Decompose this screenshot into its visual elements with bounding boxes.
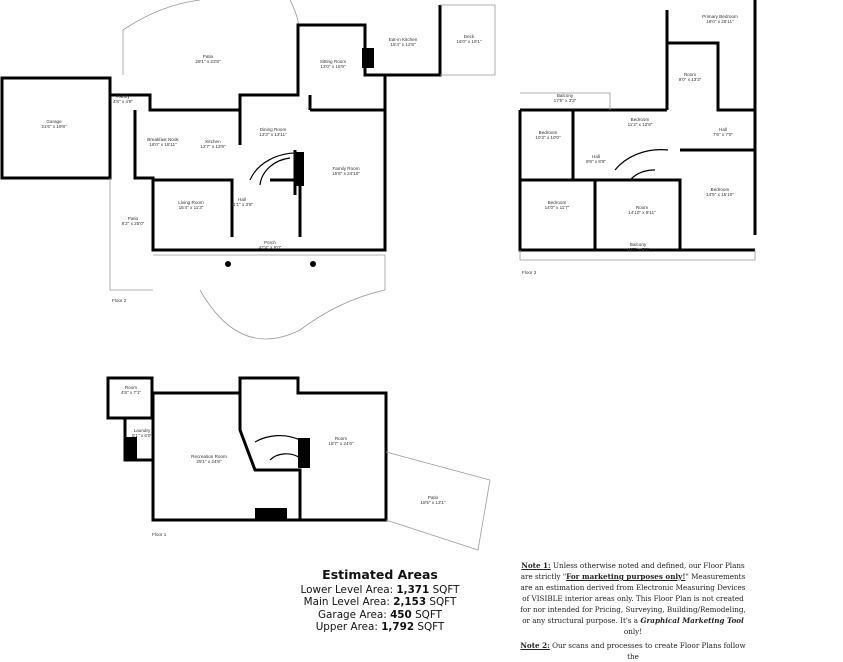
room-dimensions: 15'4" x 12'8" (390, 42, 416, 47)
room-dimensions: 21'6" x 19'8" (41, 124, 67, 129)
room-name: Patio (128, 216, 139, 221)
room-name: Patio (428, 495, 439, 500)
fireplace (296, 152, 304, 186)
floor-label: Floor 1 (152, 532, 167, 537)
area-line: Main Level Area: 2,153 SQFT (303, 596, 457, 609)
room-name: Patio (203, 54, 214, 59)
deck-outline (440, 4, 496, 76)
room-dimensions: 16'0" x 19'1" (456, 39, 482, 44)
room-dimensions: 47'4" x 6'0" (259, 245, 282, 250)
room-name: Living Room (178, 200, 204, 205)
room-dimensions: 15'4" x 11'3" (179, 205, 204, 210)
room-dimensions: 18'5" x 13'1" (420, 500, 446, 505)
room-name: Primary Bedroom (702, 14, 738, 19)
room-dimensions: 17'5" x 3'3" (554, 98, 577, 103)
room-dimensions: 4'8" x 4'5" (113, 99, 133, 104)
room-dimensions: 8'8" x 8'8" (586, 159, 606, 164)
floor-1-plan (106, 376, 491, 551)
room-name: Recreation Room (191, 454, 227, 459)
area-line: Garage Area: 450 SQFT (318, 608, 442, 621)
room-dimensions: 8'2" x 25'0" (122, 221, 145, 226)
room-name: Room (125, 385, 137, 390)
room-name: Breakfast Nook (147, 137, 179, 142)
room-name: Bedroom (631, 117, 650, 122)
room-dimensions: 5'1" x 6'0" (132, 433, 152, 438)
room-name: Balcony (630, 242, 647, 247)
room-dimensions: 14'0" x 11'7" (545, 205, 570, 210)
patio-outline (385, 451, 491, 551)
stair (249, 152, 301, 186)
room-dimensions: 14'10" x 8'11" (628, 210, 656, 215)
room-dimensions: 14'5" x 15'10" (706, 192, 734, 197)
room-dimensions: 4'8" x 7'1" (121, 390, 141, 395)
room-dimensions: 10'3" x 10'0" (535, 135, 561, 140)
floor-2-plan (0, 0, 496, 340)
disclaimer-note: Note 1: Unless otherwise noted and defin… (520, 561, 746, 661)
room-name: Porch (264, 240, 276, 245)
room-dimensions: 29'1" x 24'8" (196, 459, 222, 464)
room-dimensions: 11'2" x 12'8" (628, 122, 653, 127)
room-name: Garage (46, 119, 62, 124)
room-dimensions: 12'7" x 13'8" (200, 144, 226, 149)
patio-outline (109, 178, 386, 291)
room-dimensions: 9'0" x 13'3" (679, 77, 702, 82)
room-name: Sitting Room (320, 59, 346, 64)
room-name: Bedroom (548, 200, 567, 205)
room-dimensions: 18'7" x 24'6" (328, 441, 354, 446)
room-name: Laundry (134, 428, 151, 433)
estimated-areas: Estimated Areas Lower Level Area: 1,371 … (280, 567, 480, 633)
room-name: Bedroom (539, 130, 558, 135)
area-line: Lower Level Area: 1,371 SQFT (300, 584, 460, 596)
room-dimensions: 13'0" x 16'9" (320, 64, 346, 69)
walkway (199, 289, 386, 340)
room-dimensions: 11'1" x 3'8" (231, 202, 254, 207)
floor-3-plan (518, 0, 757, 261)
room-dimensions: 29'1" x 23'8" (195, 59, 221, 64)
room-name: Hall (238, 197, 246, 202)
room-name: Dining Room (260, 127, 287, 132)
room-name: Room (684, 72, 696, 77)
room-name: Deck (464, 34, 475, 39)
room-name: Balcony (557, 93, 574, 98)
room-dimensions: 13'3" x 13'11" (259, 132, 287, 137)
room-name: Room (335, 436, 347, 441)
fireplace (362, 48, 374, 68)
floor-label: Floor 2 (112, 298, 127, 303)
floor-label: Floor 3 (522, 270, 537, 275)
areas-title: Estimated Areas (322, 567, 438, 582)
room-name: Kitchen (205, 139, 221, 144)
room-dimensions: 7'6" x 7'0" (713, 132, 733, 137)
room-name: Family Room (332, 166, 359, 171)
room-name: Hall (592, 154, 600, 159)
room-name: Eat-in Kitchen (389, 37, 418, 42)
room-dimensions: 16'0" x 15'11" (149, 142, 177, 147)
area-line: Upper Area: 1,792 SQFT (315, 620, 445, 633)
room-name: Bedroom (711, 187, 730, 192)
room-dimensions: 15'8" x 24'10" (332, 171, 360, 176)
room-dimensions: 18'0" x 28'11" (706, 19, 734, 24)
room-name: Room (636, 205, 648, 210)
room-name: Hall (719, 127, 727, 132)
room-dimensions: 46'7" x 5'3" (627, 247, 650, 252)
room-name: Pantry (116, 94, 130, 99)
